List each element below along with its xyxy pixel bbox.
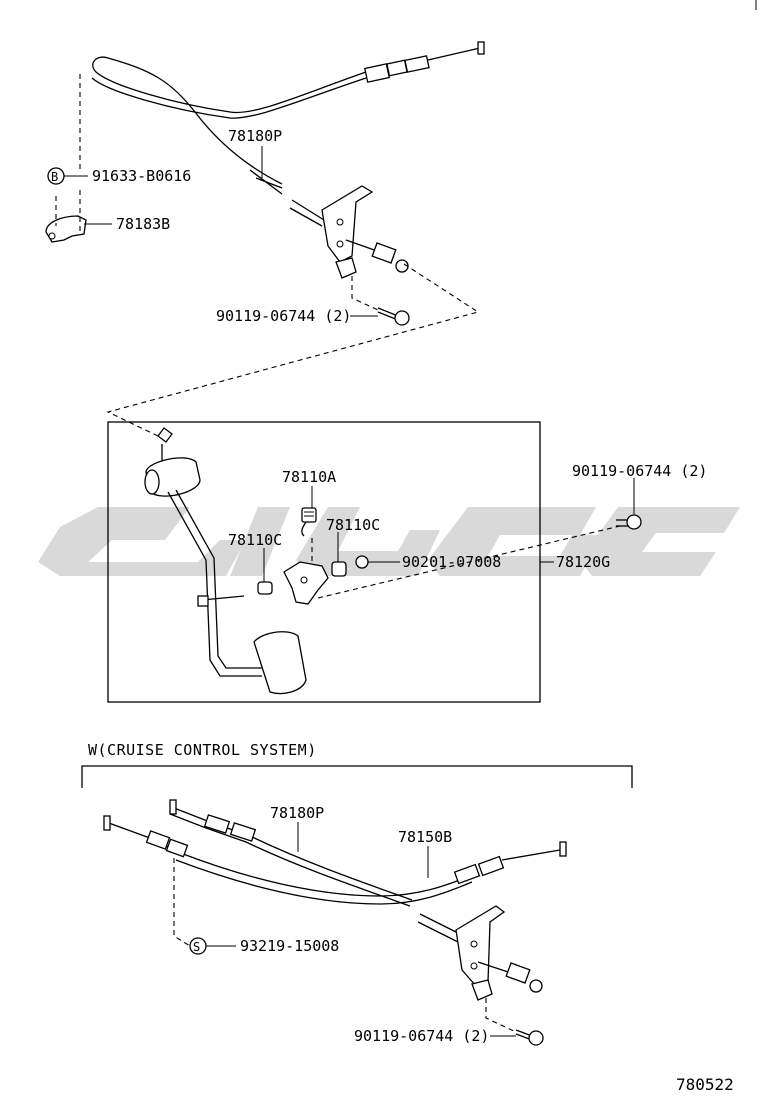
bushing-78110c-left — [257, 581, 273, 595]
callout-78120g: 78120G — [556, 553, 610, 571]
callout-78150b: 78150B — [398, 828, 452, 846]
cable-78180p-lower2 — [255, 177, 283, 189]
callout-78183b: 78183B — [116, 215, 170, 233]
cable-78180p-continue2 — [289, 207, 323, 227]
cable-78180p-top — [92, 56, 367, 185]
callout-78180p-top: 78180P — [228, 127, 282, 145]
callout-78110c-left: 78110C — [228, 531, 282, 549]
guide-dashed-link — [106, 263, 480, 437]
guide-dashed-bolt — [351, 276, 379, 311]
cable-78180p-top-outer — [91, 77, 367, 119]
guide-dashed-s — [173, 858, 191, 947]
top-cable-assembly: 78180P B 91633-B0616 78183B 90119-06744 … — [45, 41, 485, 437]
bolt-90119-top — [377, 307, 410, 326]
bracket-78120g — [283, 561, 329, 605]
marker-s-label: S — [193, 940, 200, 954]
guide-dashed-left — [55, 74, 81, 232]
cable-78150b — [105, 821, 471, 897]
bolt-90119-bottom — [515, 1029, 544, 1046]
cable-78180p-continue — [291, 199, 325, 221]
callout-90201-07008: 90201-07008 — [402, 553, 501, 571]
guide-dashed-bottom-bolt — [485, 998, 517, 1033]
bushing-78110c-right — [331, 561, 347, 577]
callout-93219-15008: 93219-15008 — [240, 937, 339, 955]
cable-bracket-top — [321, 185, 409, 279]
clamp-hole — [48, 232, 56, 240]
spring-78110a — [301, 507, 317, 564]
clamp-78183b — [45, 215, 87, 243]
callout-90119-bottom: 90119-06744 (2) — [354, 1027, 489, 1045]
pedal-arm — [144, 427, 307, 695]
guide-dashed-78120g — [317, 525, 621, 599]
callout-91633-b0616: 91633-B0616 — [92, 167, 191, 185]
callout-90119-right: 90119-06744 (2) — [572, 462, 707, 480]
callout-90119-top: 90119-06744 (2) — [216, 307, 351, 325]
cruise-cable-assembly: 78180P 78150B S 93219-15008 90119-06744 … — [103, 799, 567, 1046]
callout-78110a: 78110A — [282, 468, 336, 486]
diagram-number: 780522 — [676, 1075, 734, 1094]
cable-bracket-bottom — [455, 905, 506, 987]
bolt-90119-right — [616, 514, 642, 530]
cable-end-fitting-top — [364, 41, 485, 83]
callout-78110c-right: 78110C — [326, 516, 380, 534]
variant-bracket-line — [81, 765, 633, 788]
cable-78180p-bottom2 — [169, 813, 411, 907]
marker-b-label: B — [51, 170, 58, 184]
nut-90201 — [355, 555, 369, 569]
watermark-logo — [38, 507, 740, 576]
callout-78180p-bottom: 78180P — [270, 804, 324, 822]
cable-78150b-outer — [175, 859, 473, 905]
variant-label: W(CRUISE CONTROL SYSTEM) — [88, 741, 317, 759]
